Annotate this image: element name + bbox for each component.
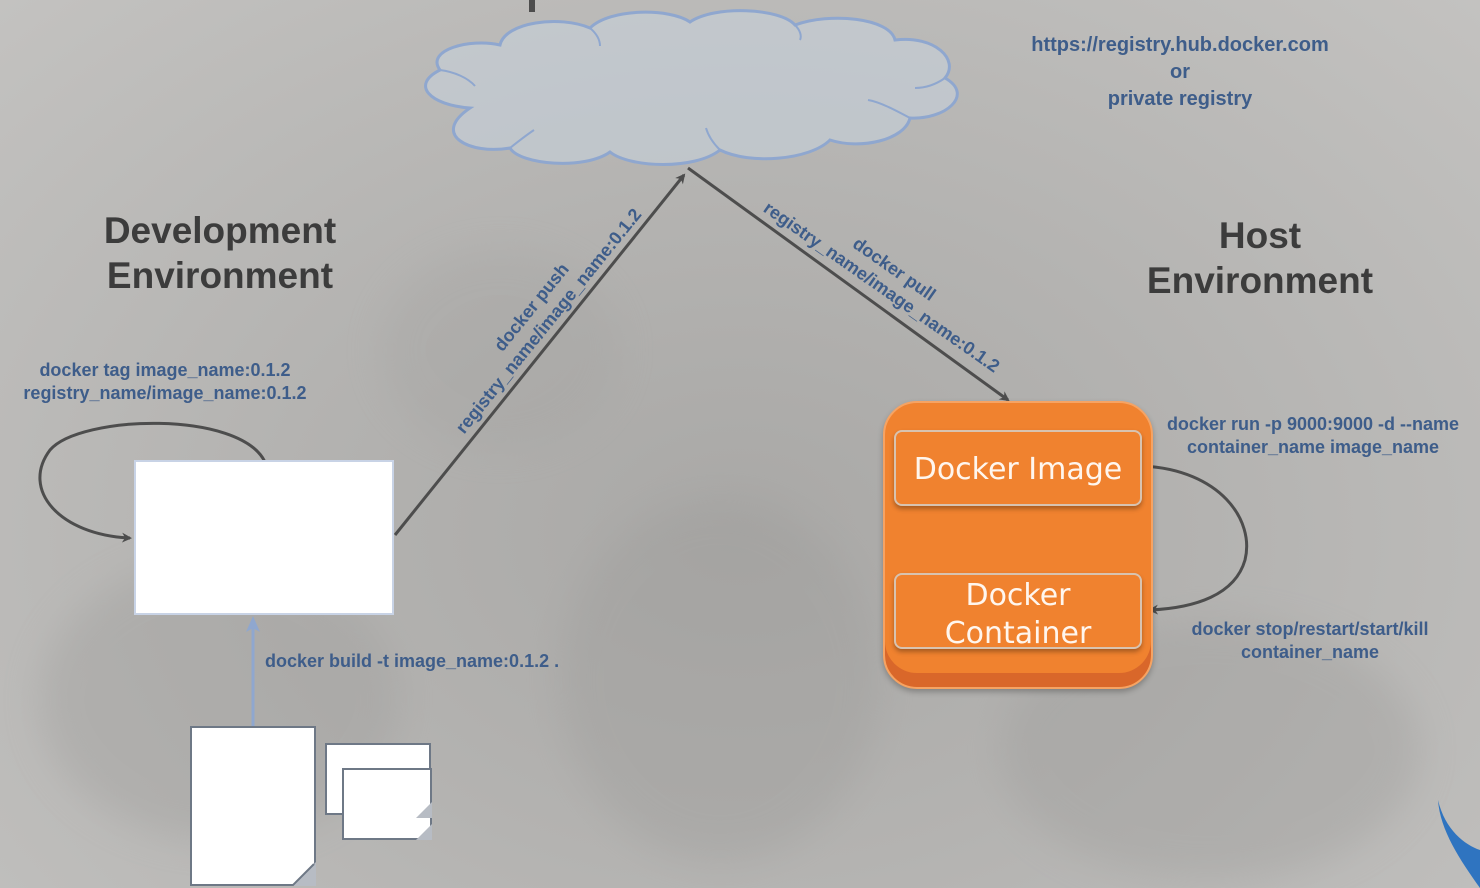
host-environment-heading: Host Environment: [1110, 213, 1410, 303]
command-line: docker tag image_name:0.1.2: [39, 360, 291, 380]
docker-stop-label: docker stop/restart/start/kill container…: [1160, 618, 1460, 664]
registry-or: or: [1170, 61, 1190, 83]
corner-logo-fragment: [1438, 800, 1480, 888]
registry-private: private registry: [1107, 88, 1253, 110]
background-blob: [560, 500, 880, 860]
command-line: container_name: [1240, 642, 1380, 662]
push-arrow: [393, 173, 686, 536]
docker-build-label: docker build -t image_name:0.1.2 .: [265, 651, 560, 671]
registry-cloud-icon: [424, 9, 959, 166]
command-line: docker run -p 9000:9000 -d --name: [1166, 414, 1460, 434]
heading-line: Development: [103, 210, 337, 251]
background-blob: [380, 250, 620, 450]
docker-container-box: Docker Container: [894, 573, 1142, 651]
heading-line: Environment: [106, 255, 334, 296]
command-line: registry_name/image_name:0.1.2: [23, 383, 307, 403]
development-image-box: [134, 460, 394, 615]
development-environment-heading: Development Environment: [60, 208, 380, 298]
docker-container-label: Docker: [965, 578, 1071, 613]
docker-image-box: Docker Image: [894, 430, 1142, 506]
command-line: container_name image_name: [1186, 437, 1440, 457]
heading-line: Host: [1218, 215, 1302, 256]
docker-image-label: Docker Image: [913, 452, 1123, 487]
docker-run-label: docker run -p 9000:9000 -d --name contai…: [1150, 413, 1476, 459]
tag-loop-arrow: [38, 421, 267, 543]
registry-url: https://registry.hub.docker.com: [1031, 34, 1329, 56]
docker-container-label: Container: [944, 616, 1092, 651]
command-line: docker stop/restart/start/kill: [1191, 619, 1429, 639]
docker-tag-label: docker tag image_name:0.1.2 registry_nam…: [5, 359, 325, 405]
pull-arrow: [687, 166, 1010, 402]
heading-line: Environment: [1146, 260, 1374, 301]
run-loop-arrow: [1142, 464, 1249, 615]
registry-label: https://registry.hub.docker.com or priva…: [985, 32, 1375, 113]
